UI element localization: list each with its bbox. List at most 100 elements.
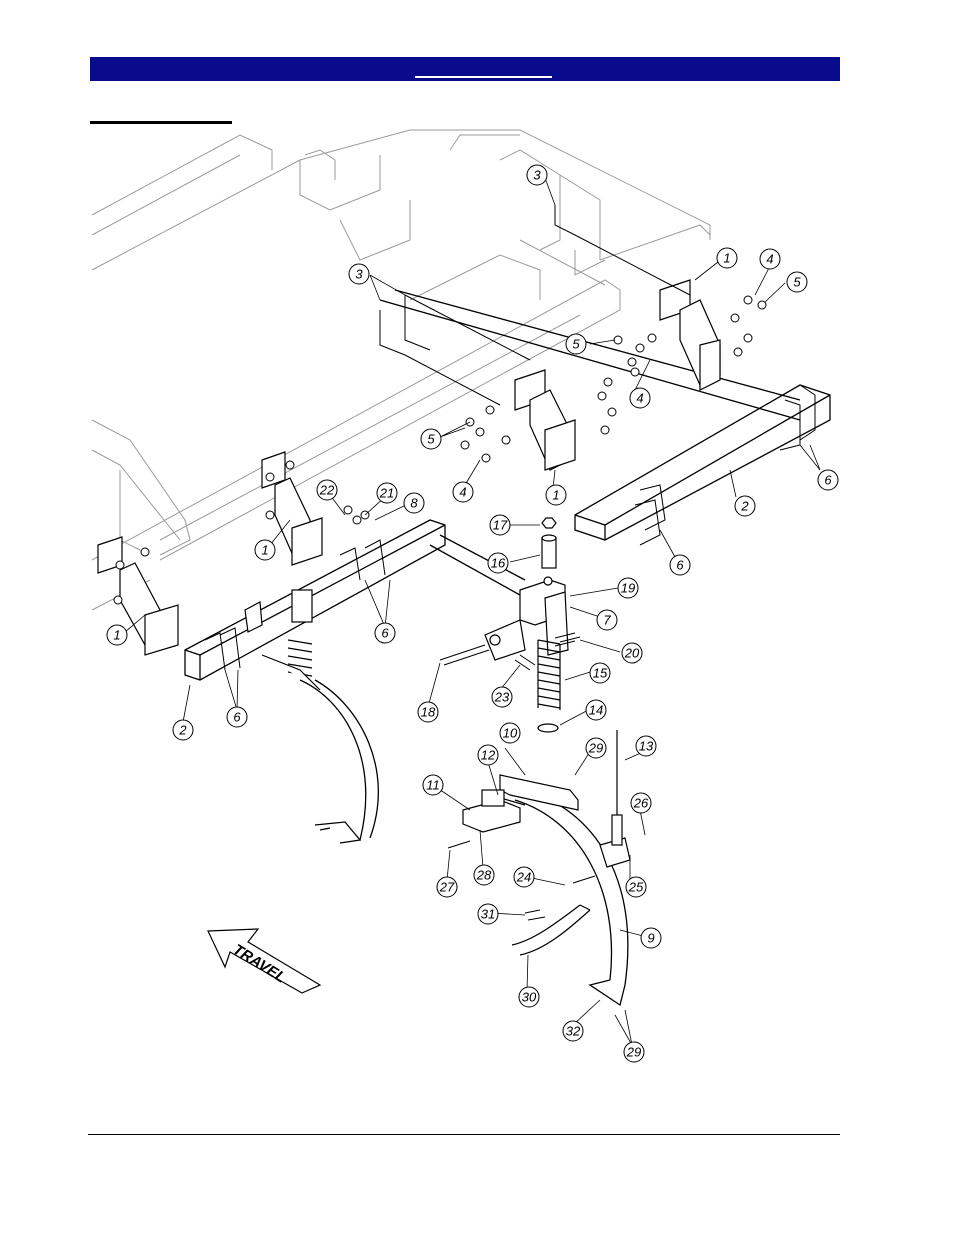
footer-rule [88,1134,840,1135]
callout-number: 26 [633,796,649,811]
callout-c1b: 1 [546,485,566,505]
toolbar-frame [92,130,710,610]
callout-number: 31 [481,907,495,922]
callout-number: 11 [426,778,440,793]
callout-c12: 12 [478,745,498,765]
travel-arrow: TRAVEL [208,929,320,993]
callout-number: 2 [740,499,749,514]
callout-c14: 14 [586,700,606,720]
callout-c4b: 4 [630,388,650,408]
callout-number: 7 [603,613,611,628]
callout-c5b: 5 [566,334,586,354]
callout-c8: 8 [404,493,424,513]
callout-number: 25 [628,880,644,895]
callout-number: 17 [493,518,508,533]
callout-c5c: 5 [421,429,441,449]
callout-number: 1 [261,543,268,558]
callout-number: 29 [626,1045,641,1060]
callout-number: 21 [379,486,394,501]
callout-c24: 24 [514,867,534,887]
callout-c4c: 4 [453,482,473,502]
callout-c3a: 3 [527,165,547,185]
callout-number: 4 [636,391,643,406]
callout-c11: 11 [423,775,443,795]
callout-c2a: 2 [735,496,755,516]
shank-9 [515,790,628,1005]
callout-c31: 31 [478,904,498,924]
callout-c1a: 1 [717,248,737,268]
callout-c25: 25 [626,877,646,897]
callout-number: 2 [178,723,187,738]
callout-number: 6 [824,473,832,488]
callout-number: 15 [593,666,608,681]
callout-number: 1 [113,628,120,643]
callout-c20: 20 [622,643,642,663]
callout-c30: 30 [519,987,539,1007]
callout-c3b: 3 [349,264,369,284]
callout-c1c: 1 [255,540,275,560]
callout-number: 29 [588,741,603,756]
left-spring-assembly [245,590,320,690]
callout-number: 1 [723,251,730,266]
callout-c13: 13 [636,736,656,756]
callout-number: 5 [793,275,801,290]
callout-number: 18 [421,705,436,720]
callout-c17: 17 [490,515,510,535]
callout-number: 28 [476,868,492,883]
callout-number: 10 [503,726,518,741]
callout-c9: 9 [641,928,661,948]
callout-c16: 16 [488,553,508,573]
callout-c29a: 29 [586,738,606,758]
callout-number: 8 [410,496,418,511]
callout-number: 4 [459,485,466,500]
callout-number: 14 [589,703,603,718]
callout-c6a: 6 [818,470,838,490]
callout-number: 12 [481,748,496,763]
callout-number: 1 [552,488,559,503]
callout-number: 13 [639,739,654,754]
callout-number: 30 [522,990,537,1005]
callout-c27: 27 [437,877,457,897]
callout-number: 6 [233,710,241,725]
callout-number: 6 [381,626,389,641]
mount-brackets [98,280,720,655]
callout-c10: 10 [500,723,520,743]
callout-number: 27 [439,880,455,895]
callout-c29b: 29 [624,1042,644,1062]
callout-c5a: 5 [787,272,807,292]
callout-c4a: 4 [760,249,780,269]
callout-number: 20 [624,646,640,661]
callout-c6b: 6 [670,555,690,575]
callout-number: 9 [647,931,654,946]
callout-number: 3 [533,168,541,183]
callout-c15: 15 [590,663,610,683]
callout-c19: 19 [618,578,638,598]
callout-number: 5 [572,337,580,352]
callout-number: 24 [516,870,531,885]
callout-c32: 32 [563,1021,583,1041]
callout-c2b: 2 [173,720,193,740]
left-shank [300,680,378,843]
callout-c6d: 6 [227,707,247,727]
sweep-30 [512,905,590,955]
leader-lines [125,178,820,1045]
callout-number: 16 [491,556,506,571]
callout-number: 5 [427,432,435,447]
callout-c22: 22 [317,480,337,500]
callout-number: 19 [621,581,635,596]
callout-number: 22 [319,483,335,498]
nuts-and-washers [114,296,766,604]
callout-number: 3 [355,267,363,282]
callout-number: 6 [676,558,684,573]
callout-c21: 21 [377,483,397,503]
callout-c1d: 1 [107,625,127,645]
callout-number: 23 [494,690,510,705]
callout-number: 32 [566,1024,581,1039]
callout-c23: 23 [492,687,512,707]
callout-c7: 7 [597,610,617,630]
callout-c6c: 6 [375,623,395,643]
callout-c26: 26 [631,793,651,813]
callout-c28: 28 [474,865,494,885]
